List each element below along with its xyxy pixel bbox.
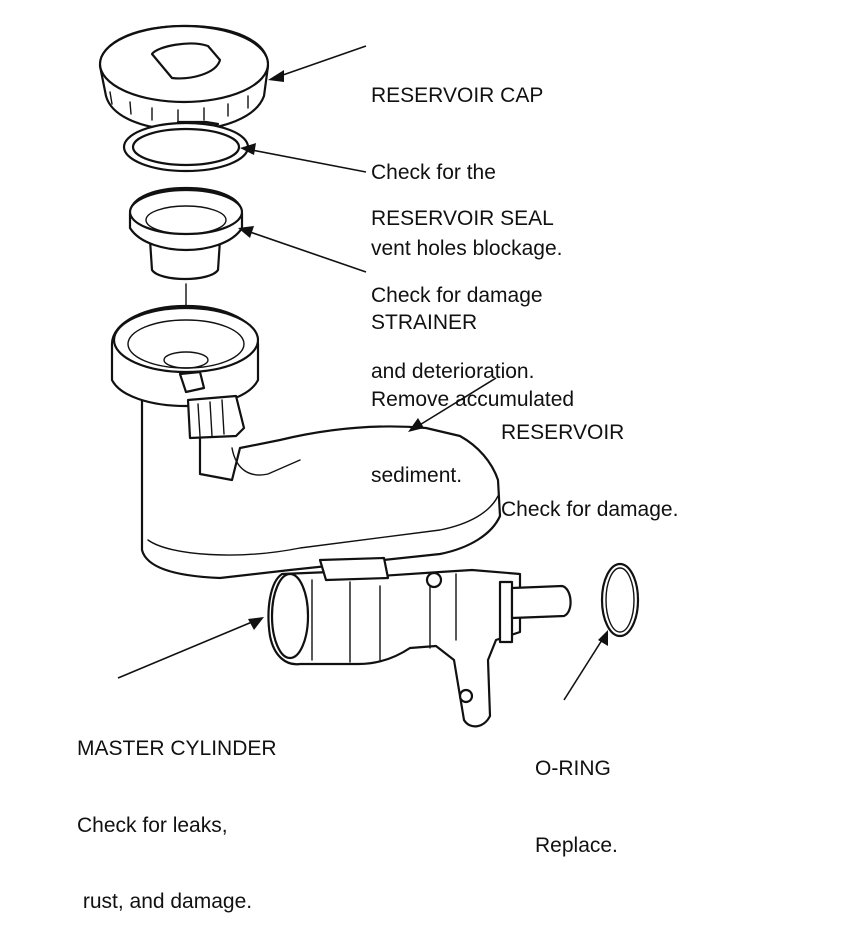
callout-strainer-line2: sediment.	[371, 464, 463, 487]
callout-strainer: STRAINER Remove accumulated sediment.	[371, 259, 574, 514]
reservoir-cap-illustration	[98, 24, 270, 140]
callout-o-ring: O-RING Replace.	[535, 705, 618, 884]
reservoir-seal-illustration	[122, 121, 250, 173]
callout-reservoir-seal-line2: and deterioration.	[371, 360, 535, 383]
arrowhead-master-cylinder	[248, 617, 264, 630]
callout-reservoir-seal-line1: Check for damage	[371, 283, 543, 307]
callout-reservoir-cap: RESERVOIR CAP Check for the vent holes b…	[371, 32, 562, 287]
callout-strainer-title: STRAINER	[371, 311, 478, 334]
callout-master-cylinder-line1: Check for leaks,	[77, 813, 228, 837]
arrowhead-reservoir-cap	[268, 70, 284, 82]
callout-master-cylinder-title: MASTER CYLINDER	[77, 737, 277, 760]
callout-strainer-line1: Remove accumulated	[371, 387, 575, 411]
reservoir-illustration	[110, 304, 502, 580]
callout-master-cylinder: MASTER CYLINDER Check for leaks, rust, a…	[77, 685, 277, 940]
callout-master-cylinder-line2: rust, and damage.	[77, 890, 253, 913]
callout-reservoir-cap-line1: Check for the	[371, 160, 496, 184]
parts-drawing	[98, 24, 640, 728]
arrowhead-strainer	[238, 226, 254, 238]
callout-reservoir-title: RESERVOIR	[501, 421, 625, 444]
callout-reservoir-seal: RESERVOIR SEAL Check for damage and dete…	[371, 155, 554, 410]
master-cylinder-illustration	[267, 556, 572, 728]
leader-reservoir	[417, 377, 497, 427]
arrowhead-o-ring	[598, 630, 608, 646]
leader-o-ring	[563, 639, 603, 701]
callout-o-ring-line1: Replace.	[535, 833, 618, 857]
strainer-illustration	[128, 186, 244, 333]
exploded-parts-diagram: RESERVOIR CAP Check for the vent holes b…	[77, 24, 678, 913]
callout-reservoir: RESERVOIR Check for damage.	[501, 369, 678, 548]
callout-reservoir-cap-title: RESERVOIR CAP	[371, 84, 544, 107]
arrowhead-reservoir-seal	[240, 143, 256, 155]
leader-master-cylinder	[117, 621, 253, 679]
callout-o-ring-title: O-RING	[535, 757, 611, 780]
callout-reservoir-seal-title: RESERVOIR SEAL	[371, 207, 554, 230]
leader-reservoir-seal	[251, 149, 367, 173]
callout-reservoir-cap-line2: vent holes blockage.	[371, 237, 563, 260]
leader-lines	[117, 45, 608, 701]
leader-strainer	[249, 231, 367, 273]
arrowhead-reservoir	[408, 418, 424, 432]
o-ring-illustration	[600, 562, 640, 638]
callout-reservoir-line1: Check for damage.	[501, 497, 679, 521]
leader-reservoir-cap	[279, 45, 367, 77]
